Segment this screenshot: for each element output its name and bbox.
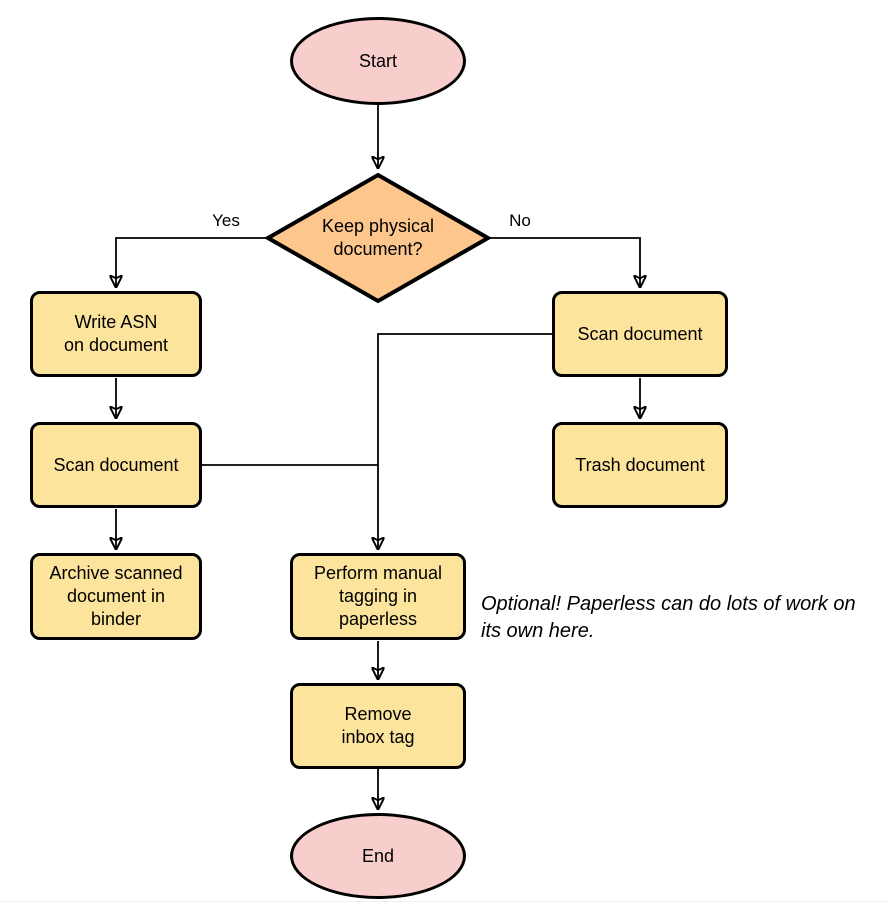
node-decision-label: Keep physical document?: [321, 216, 435, 259]
decision-diamond-shape: [265, 172, 491, 304]
edge-scan-right-to-tagging: [378, 333, 552, 549]
node-scan-left-label: Scan document: [53, 454, 179, 475]
node-keep-physical-document-decision: Keep physical document?: [265, 172, 491, 304]
node-end: End: [290, 813, 466, 899]
node-archive-scanned-document: Archive scanned document in binder: [30, 553, 202, 640]
node-remove-label: Remove inbox tag: [341, 704, 415, 747]
edge-decision-no-to-scan-right: [490, 237, 640, 287]
node-trash-document: Trash document: [552, 422, 728, 508]
node-start-label: Start: [358, 50, 397, 71]
node-tagging-label: Perform manual tagging in paperless: [313, 563, 443, 629]
optional-paperless-note: Optional! Paperless can do lots of work …: [481, 593, 856, 642]
node-perform-manual-tagging: Perform manual tagging in paperless: [290, 553, 466, 640]
node-write-asn-on-document: Write ASN on document: [30, 291, 202, 377]
node-start: Start: [290, 17, 466, 105]
edge-decision-yes-to-write-asn: [116, 237, 266, 287]
node-end-label: End: [361, 845, 395, 866]
node-remove-inbox-tag: Remove inbox tag: [290, 683, 466, 769]
bottom-divider: [0, 901, 888, 902]
node-write-asn-label: Write ASN on document: [63, 312, 169, 355]
node-scan-right-label: Scan document: [577, 323, 703, 344]
node-scan-document-right: Scan document: [552, 291, 728, 377]
edge-label-no: No: [509, 211, 531, 230]
node-scan-document-left: Scan document: [30, 422, 202, 508]
node-archive-label: Archive scanned document in binder: [49, 563, 183, 629]
node-trash-label: Trash document: [575, 454, 705, 475]
edge-label-yes: Yes: [212, 211, 240, 230]
